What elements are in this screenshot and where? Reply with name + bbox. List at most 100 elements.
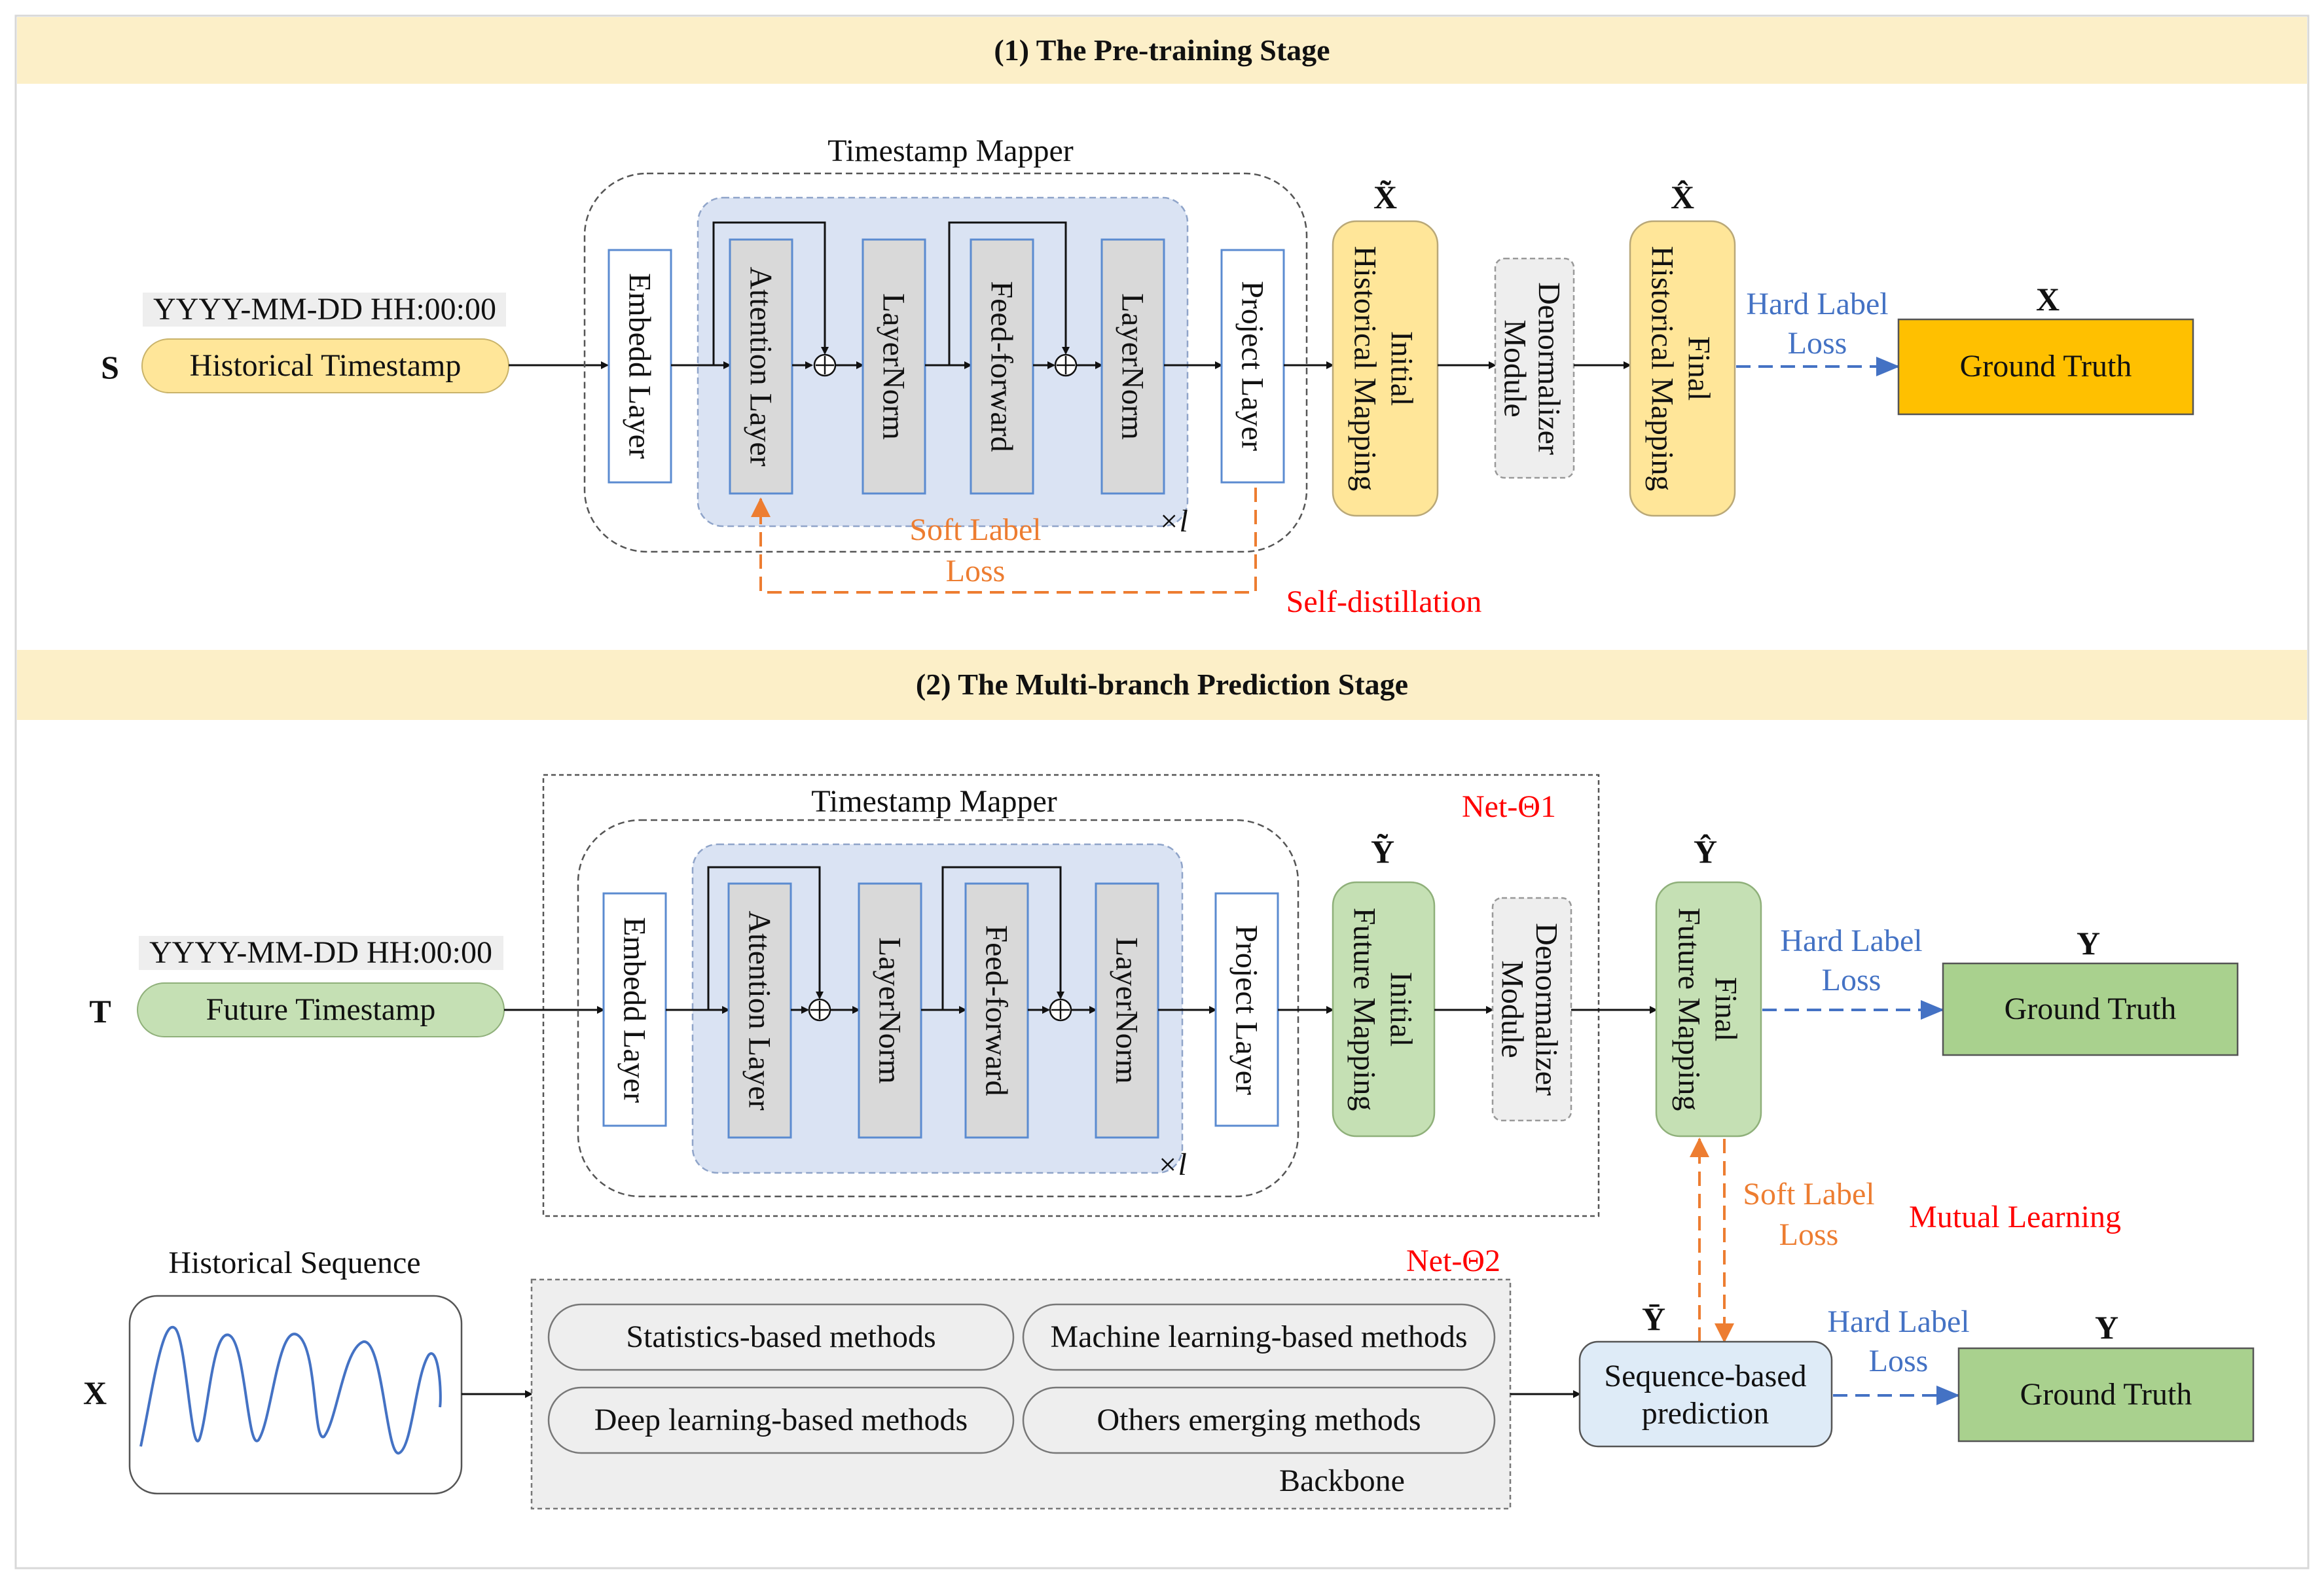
stage2-hard-label-line1: Hard Label <box>1780 923 1922 958</box>
stage2-denormalizer <box>1491 897 1572 1122</box>
method-deep-learning <box>547 1386 1015 1454</box>
stage1-timestamp-format-bg <box>143 293 506 327</box>
stage1-embed-layer <box>608 249 672 484</box>
stage2-banner <box>17 650 2307 720</box>
stage2-hard-label-line2: Loss <box>1822 963 1881 997</box>
residual-2a <box>707 866 824 1010</box>
stage2-input-symbol: T <box>89 993 111 1030</box>
stage2-embed-label: Embedd Layer <box>617 917 652 1103</box>
stage1-final-symbol: X̂ <box>1671 179 1694 215</box>
stage1-denorm-line2: Module <box>1498 319 1533 417</box>
net2-label: Net-Θ2 <box>1406 1244 1500 1278</box>
stage2-soft-label-line2: Loss <box>1779 1217 1839 1252</box>
stage1-soft-loss-path <box>751 488 1257 594</box>
stage1-layernorm-2 <box>1100 238 1165 495</box>
stage1-mapper-outline <box>583 172 1308 553</box>
stage2-denorm-line2: Module <box>1495 960 1530 1058</box>
stage2-gt-symbol: Y <box>2077 925 2100 961</box>
stage2-attention-label: Attention Layer <box>742 910 777 1110</box>
stage2-layernorm-2-label: LayerNorm <box>1110 937 1144 1084</box>
stage1-project-layer <box>1220 249 1285 484</box>
stage2-final-mapping <box>1655 881 1762 1138</box>
stage1-feedforward-label: Feed-forward <box>985 281 1019 452</box>
stage1-repeat-label: ×l <box>1158 504 1188 539</box>
stage1-initial-line2: Historical Mapping <box>1348 246 1383 492</box>
method-statistics-label: Statistics-based methods <box>626 1319 935 1354</box>
stage2-repeat-label: ×l <box>1157 1147 1187 1182</box>
future-timestamp-label: Future Timestamp <box>206 992 436 1027</box>
residual-1a <box>712 221 829 365</box>
stage1-hard-label-line1: Hard Label <box>1746 287 1888 321</box>
stage2-ground-truth <box>1942 962 2239 1056</box>
stage1-hard-label-line2: Loss <box>1788 326 1847 361</box>
seq-pred-line1: Sequence-based <box>1604 1359 1806 1393</box>
method-machine-learning <box>1022 1303 1496 1371</box>
stage2-timestamp-format: YYYY-MM-DD HH:00:00 <box>149 935 492 970</box>
stage1-layernorm-1-label: LayerNorm <box>877 293 911 440</box>
historical-sequence-box <box>128 1295 463 1495</box>
stage2-ground-truth-2-label: Ground Truth <box>2020 1377 2192 1412</box>
stage2-project-layer <box>1214 892 1279 1127</box>
stage1-mapper-title: Timestamp Mapper <box>827 134 1074 168</box>
stage2-hard2-line2: Loss <box>1869 1344 1929 1378</box>
stage1-embed-label: Embedd Layer <box>623 273 657 459</box>
stage1-ground-truth-label: Ground Truth <box>1960 349 2132 384</box>
net1-label: Net-Θ1 <box>1462 789 1556 824</box>
stage1-initial-line1: Initial <box>1385 331 1419 406</box>
net1-box <box>542 774 1600 1217</box>
stage2-ground-truth-label: Ground Truth <box>2005 992 2177 1026</box>
mutual-learning-label: Mutual Learning <box>1909 1200 2121 1234</box>
stage2-initial-symbol: Ỹ <box>1371 833 1394 870</box>
stage1-denorm-line1: Denormalizer <box>1532 282 1567 455</box>
stage2-gt2-symbol: Y <box>2095 1309 2118 1346</box>
stage2-ground-truth-2 <box>1957 1347 2255 1443</box>
self-distillation-label: Self-distillation <box>1286 584 1482 619</box>
stage2-hard2-line1: Hard Label <box>1827 1304 1969 1339</box>
stage1-project-label: Project Layer <box>1235 281 1270 451</box>
stage1-timestamp-format: YYYY-MM-DD HH:00:00 <box>153 292 496 327</box>
stage1-layernorm-2-label: LayerNorm <box>1116 293 1150 440</box>
stage2-timestamp-format-bg <box>139 936 503 970</box>
stage2-final-line2: Future Mapping <box>1672 908 1707 1111</box>
stage1-final-line1: Final <box>1682 336 1716 401</box>
residual-2b <box>941 866 1064 1010</box>
backbone-label: Backbone <box>1279 1463 1405 1498</box>
method-machine-learning-label: Machine learning-based methods <box>1050 1319 1467 1354</box>
stage1-ground-truth <box>1897 318 2194 416</box>
stage1-initial-mapping <box>1332 220 1439 517</box>
method-others <box>1022 1386 1496 1454</box>
stage2-initial-line1: Initial <box>1384 972 1419 1047</box>
method-statistics <box>547 1303 1015 1371</box>
seq-pred-line2: prediction <box>1642 1396 1770 1431</box>
stage1-soft-label-line2: Loss <box>946 554 1006 588</box>
historical-sequence-title: Historical Sequence <box>168 1246 420 1280</box>
seq-pred-symbol: Ȳ <box>1642 1300 1665 1337</box>
stage1-initial-symbol: X̃ <box>1373 179 1397 215</box>
sequence-based-prediction <box>1578 1340 1833 1448</box>
stage2-layernorm-1 <box>858 882 922 1139</box>
stage2-layernorm-1-label: LayerNorm <box>873 937 907 1084</box>
stage2-project-label: Project Layer <box>1229 925 1264 1095</box>
stage2-feedforward-label: Feed-forward <box>979 925 1014 1096</box>
stage1-banner <box>17 17 2307 84</box>
stage1-final-mapping <box>1629 220 1736 517</box>
stage2-embed-layer <box>602 892 667 1127</box>
residual-1b <box>948 221 1070 365</box>
stage1-final-line2: Historical Mapping <box>1645 246 1680 492</box>
method-deep-learning-label: Deep learning-based methods <box>594 1403 968 1437</box>
stage1-input-symbol: S <box>101 349 119 386</box>
stage1-attention-layer <box>729 238 793 495</box>
stage1-gt-symbol: X <box>2036 281 2060 317</box>
stage2-denorm-line1: Denormalizer <box>1529 923 1564 1096</box>
stage2-feedforward <box>964 882 1029 1139</box>
historical-timestamp-label: Historical Timestamp <box>190 348 462 383</box>
stage1-title: (1) The Pre-training Stage <box>994 33 1330 67</box>
stage2-mapper-title: Timestamp Mapper <box>811 784 1057 819</box>
stage2-title: (2) The Multi-branch Prediction Stage <box>916 668 1408 701</box>
stage1-attention-label: Attention Layer <box>744 266 778 466</box>
stage2-initial-line2: Future Mapping <box>1347 908 1382 1111</box>
stage2-layernorm-2 <box>1095 882 1159 1139</box>
stage2-mapper-outline <box>577 819 1299 1198</box>
stage1-layernorm-1 <box>862 238 926 495</box>
